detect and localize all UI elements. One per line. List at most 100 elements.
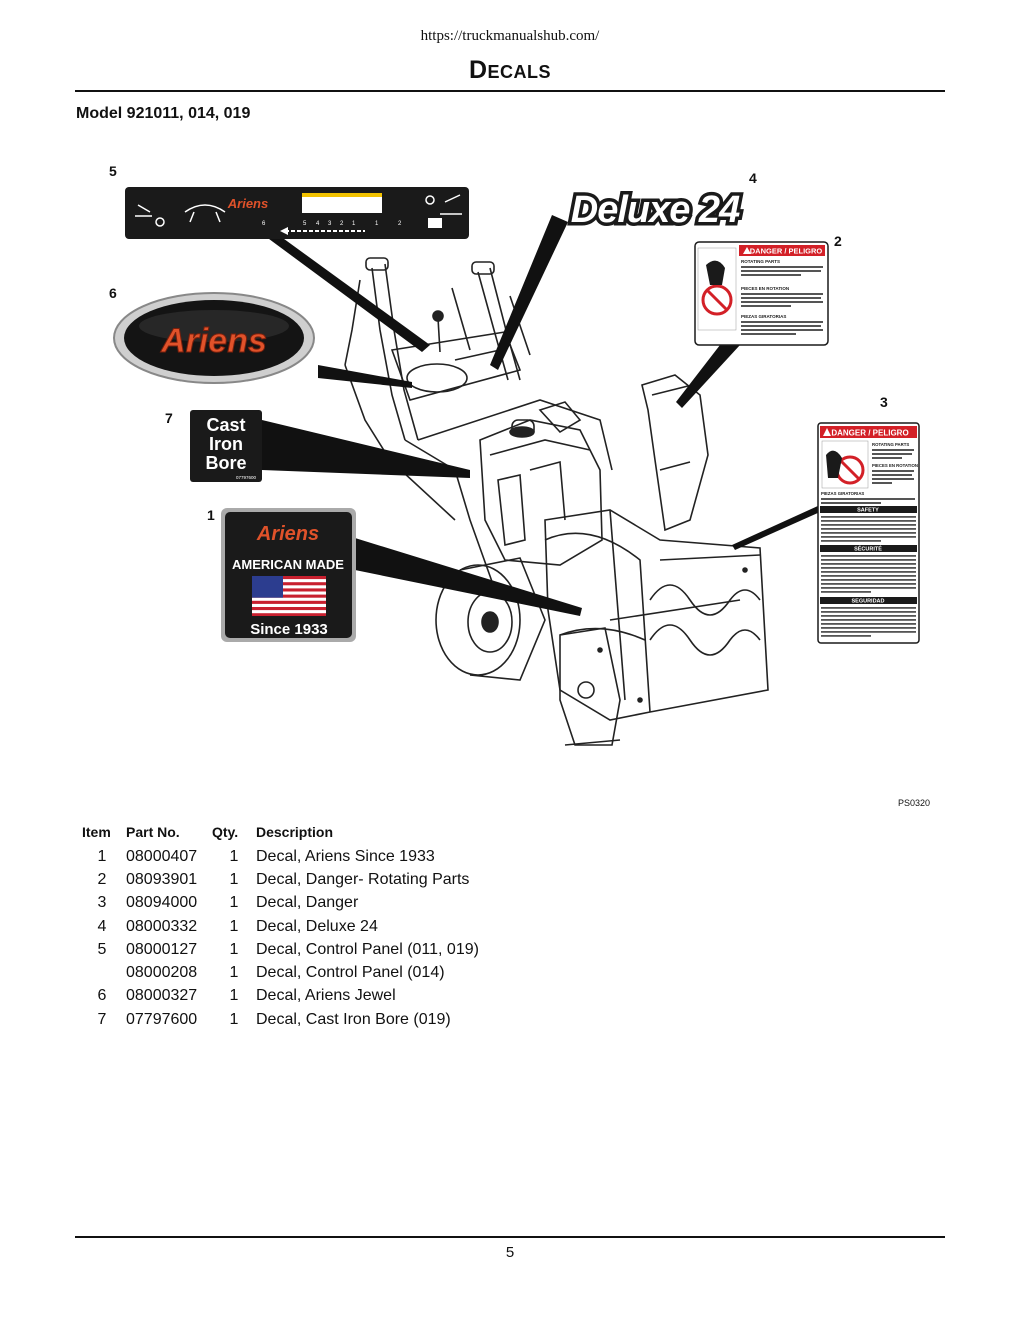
col-part-no: Part No. [126, 824, 180, 840]
col-description: Description [256, 824, 334, 840]
description: Decal, Control Panel (014) [256, 964, 445, 982]
item-number: 7 [97, 1010, 107, 1028]
speed-1: 1 [352, 221, 356, 227]
us-flag-icon [252, 576, 326, 616]
deluxe-24-decal: Deluxe 24 [567, 186, 744, 235]
danger-rotating-parts-decal: DANGER / PELIGRO ROTATING PARTS PIECES E… [694, 241, 829, 346]
quantity: 1 [229, 1010, 239, 1028]
figure-id: PS0320 [898, 798, 931, 808]
small-pieces-title: PIECES EN ROTATION [741, 286, 789, 291]
small-rotating-title: ROTATING PARTS [741, 259, 780, 264]
table-row: 2 08093901 1 Decal, Danger- Rotating Par… [78, 868, 479, 891]
decal-diagram: Ariens 6 5 4 3 2 1 1 2 [113, 186, 920, 746]
part-number: 08000127 [126, 940, 198, 958]
quantity: 1 [229, 917, 239, 935]
american-made-brand: Ariens [256, 523, 319, 545]
safety-title: SAFETY [857, 508, 879, 514]
small-piezas-title: PIEZAS GIRATORIAS [741, 314, 786, 319]
large-piezas-title: PIEZAS GIRATORIAS [821, 491, 864, 496]
cast-text: Cast [206, 415, 245, 435]
callout-4: 4 [749, 170, 757, 186]
part-number: 08093901 [126, 870, 198, 888]
callout-1: 1 [207, 507, 215, 523]
quantity: 1 [229, 940, 239, 958]
item-number: 2 [97, 870, 107, 888]
description: Decal, Cast Iron Bore (019) [256, 1010, 451, 1028]
small-danger-header: DANGER / PELIGRO [750, 247, 823, 256]
leader-2 [676, 345, 740, 408]
table-row: 6 08000327 1 Decal, Ariens Jewel [78, 985, 479, 1008]
danger-safety-decal: DANGER / PELIGRO ROTATING PARTS PIECES E… [817, 422, 920, 644]
col-item: Item [82, 824, 111, 840]
part-number: 08094000 [126, 894, 198, 912]
large-danger-header: DANGER / PELIGRO [831, 429, 908, 438]
large-rotating-title: ROTATING PARTS [872, 442, 909, 447]
leader-7 [262, 420, 470, 478]
description: Decal, Danger- Rotating Parts [256, 870, 470, 888]
quantity: 1 [229, 847, 239, 865]
part-number: 08000332 [126, 917, 198, 935]
description: Decal, Ariens Jewel [256, 987, 396, 1005]
jewel-brand: Ariens [160, 322, 267, 360]
col-qty: Qty. [212, 824, 239, 840]
description: Decal, Ariens Since 1933 [256, 847, 435, 865]
callout-3: 3 [880, 394, 888, 410]
large-pieces-title: PIECES EN ROTATION [872, 463, 918, 468]
page-title: Decals [468, 56, 552, 84]
speed-3: 3 [328, 221, 332, 227]
callout-7: 7 [165, 410, 173, 426]
cast-iron-code: 07797600 [236, 475, 257, 480]
callout-5: 5 [109, 163, 117, 179]
item-number: 5 [97, 940, 107, 958]
reverse-2: 2 [398, 221, 402, 227]
parts-table: Item Part No. Qty. Description 1 0800040… [78, 824, 479, 1031]
cast-iron-bore-decal: Cast Iron Bore 07797600 [190, 410, 262, 482]
leader-1 [355, 538, 582, 616]
leader-4 [490, 215, 568, 370]
quantity: 1 [229, 987, 239, 1005]
snowblower-illustration [344, 257, 769, 746]
leader-3 [732, 505, 820, 550]
callout-2: 2 [834, 233, 842, 249]
securite-title: SÉCURITÉ [854, 545, 882, 553]
speed-2: 2 [340, 221, 344, 227]
deluxe-24-text: Deluxe 24 [571, 189, 740, 231]
seguridad-title: SEGURIDAD [851, 599, 884, 605]
quantity: 1 [229, 964, 239, 982]
control-panel-decal: Ariens 6 5 4 3 2 1 1 2 [125, 187, 469, 239]
quantity: 1 [229, 894, 239, 912]
reverse-1: 1 [375, 221, 379, 227]
american-made-text: AMERICAN MADE [232, 557, 344, 572]
description: Decal, Deluxe 24 [256, 917, 378, 935]
table-row: 7 07797600 1 Decal, Cast Iron Bore (019) [78, 1008, 479, 1031]
item-number: 6 [97, 987, 107, 1005]
item-number: 3 [97, 894, 107, 912]
table-row: 5 08000127 1 Decal, Control Panel (011, … [78, 938, 479, 961]
american-made-decal: Ariens AMERICAN MADE Since 1933 [221, 508, 356, 642]
item-number: 4 [97, 917, 107, 935]
source-url[interactable]: https://truckmanualshub.com/ [420, 28, 600, 44]
speed-6: 6 [262, 221, 266, 227]
leader-wedges [262, 215, 820, 616]
table-row: 4 08000332 1 Decal, Deluxe 24 [78, 915, 479, 938]
speed-5: 5 [303, 221, 307, 227]
quantity: 1 [229, 870, 239, 888]
control-panel-brand: Ariens [227, 196, 268, 211]
callout-6: 6 [109, 285, 117, 301]
table-row: 08000208 1 Decal, Control Panel (014) [78, 961, 479, 984]
since-1933-text: Since 1933 [250, 621, 328, 638]
part-number: 08000407 [126, 847, 198, 865]
parts-table-header: Item Part No. Qty. Description [78, 824, 479, 845]
item-number: 1 [97, 847, 107, 865]
leader-5 [265, 236, 430, 352]
part-number: 08000208 [126, 964, 198, 982]
speed-4: 4 [316, 221, 320, 227]
bore-text: Bore [205, 453, 246, 473]
bottom-rule [75, 1236, 945, 1238]
model-heading: Model 921011, 014, 019 [76, 105, 251, 122]
iron-text: Iron [209, 434, 243, 454]
ariens-jewel-decal: Ariens [113, 292, 315, 384]
leader-6 [318, 365, 412, 388]
page-number: 5 [505, 1244, 515, 1261]
part-number: 07797600 [126, 1010, 198, 1028]
